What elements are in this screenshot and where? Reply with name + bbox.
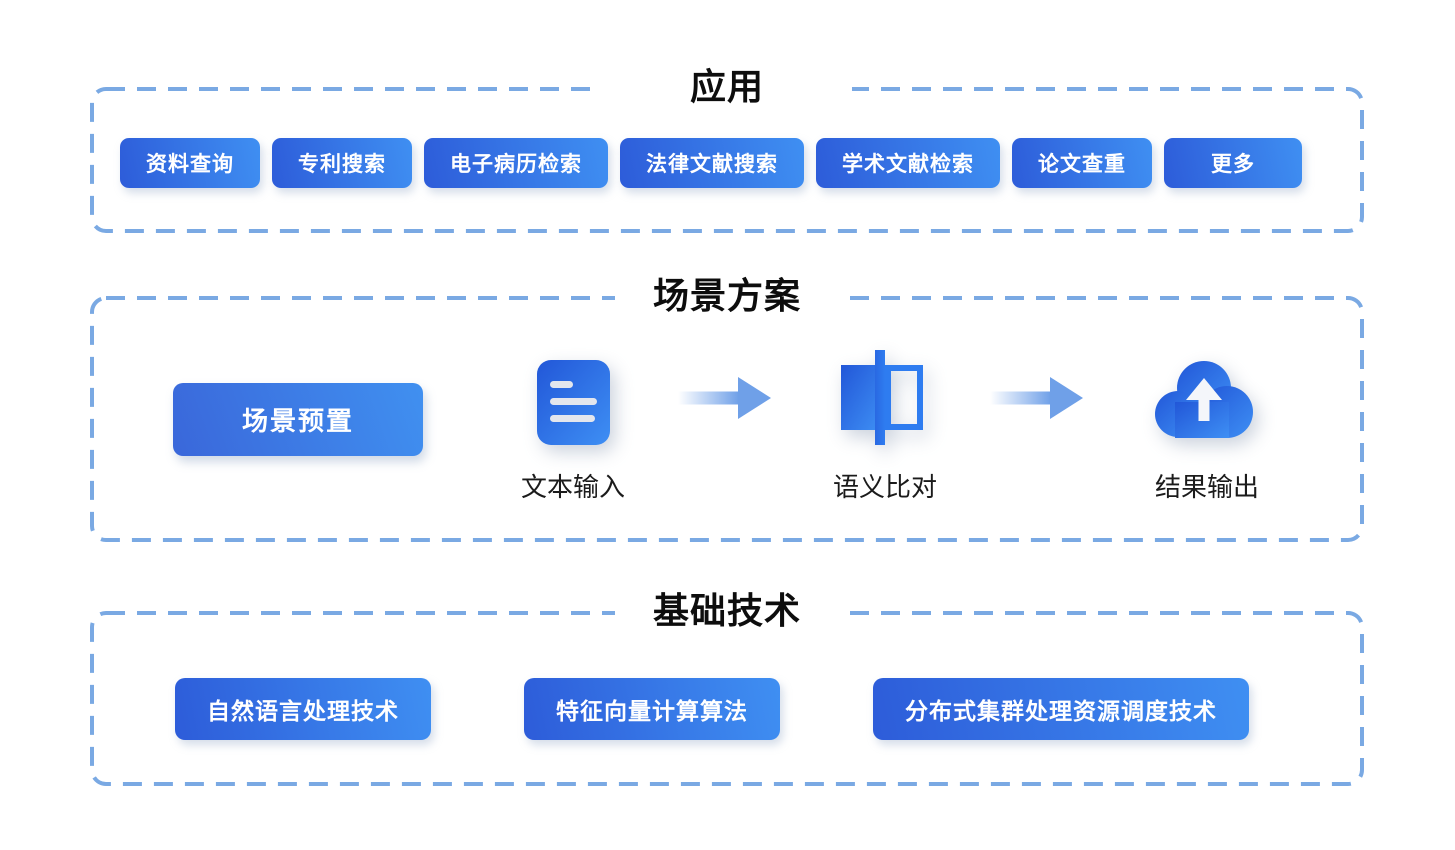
technology-button-row: 自然语言处理技术 特征向量计算算法 分布式集群处理资源调度技术 (175, 678, 1249, 740)
flow-label-result-output: 结果输出 (1154, 472, 1259, 502)
app-button-data-query[interactable]: 资料查询 (120, 138, 260, 188)
flow-label-text-input: 文本输入 (520, 472, 625, 502)
app-button-patent-search[interactable]: 专利搜索 (272, 138, 412, 188)
tech-button-nlp[interactable]: 自然语言处理技术 (175, 678, 431, 740)
applications-button-row: 资料查询 专利搜索 电子病历检索 法律文献搜索 学术文献检索 论文查重 更多 (120, 138, 1302, 188)
app-button-plagiarism-check[interactable]: 论文查重 (1012, 138, 1152, 188)
flow-label-semantic-compare: 语义比对 (832, 472, 937, 502)
flow-arrow-icon (990, 377, 1083, 419)
tech-button-distributed-cluster[interactable]: 分布式集群处理资源调度技术 (873, 678, 1249, 740)
section-title-scenario: 场景方案 (614, 272, 840, 320)
section-title-technology: 基础技术 (614, 587, 840, 635)
section-title-applications: 应用 (601, 63, 853, 111)
flow-arrow-icon (678, 377, 771, 419)
section-technology: 基础技术 自然语言处理技术 特征向量计算算法 分布式集群处理资源调度技术 (90, 587, 1364, 786)
app-button-emr-retrieval[interactable]: 电子病历检索 (424, 138, 608, 188)
cloud-upload-icon (1155, 361, 1253, 438)
section-scenario: 场景方案 场景预置 (90, 272, 1364, 542)
app-button-academic-doc-retrieval[interactable]: 学术文献检索 (816, 138, 1000, 188)
section-applications: 应用 资料查询 专利搜索 电子病历检索 法律文献搜索 学术文献检索 论文查重 更… (90, 63, 1364, 233)
app-button-more[interactable]: 更多 (1164, 138, 1302, 188)
scenario-preset-button[interactable]: 场景预置 (173, 383, 423, 456)
tech-button-feature-vector[interactable]: 特征向量计算算法 (524, 678, 780, 740)
app-button-legal-doc-search[interactable]: 法律文献搜索 (620, 138, 804, 188)
document-icon (537, 360, 610, 445)
compare-icon (841, 350, 923, 445)
